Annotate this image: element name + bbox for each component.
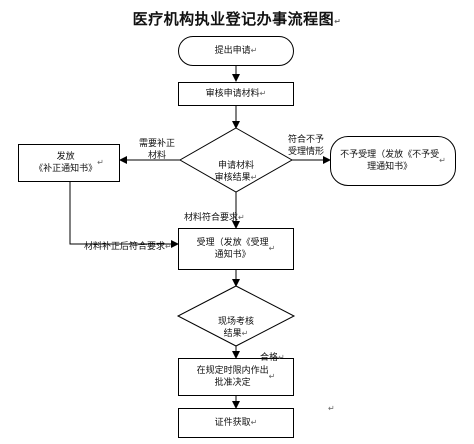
start-node: 提出申请↵ [178, 36, 294, 66]
certificate-node: 证件获取↵ [178, 408, 294, 438]
review-materials-node: 审核申请材料↵ [178, 82, 294, 106]
supplement-notice-node: 发放 《补正通知书》↵ [18, 144, 120, 182]
inspection-diamond-shape [176, 285, 296, 347]
edge-label-qualified: 合格↵ [260, 353, 285, 363]
edge-label-need-supplement: 需要补正 材料 [138, 139, 175, 161]
decision-diamond-shape [178, 127, 294, 193]
edge-label-not-meet: 符合不予 受理情形 [287, 135, 324, 157]
inspection-node-label: 现场考核 结果↵ [217, 317, 254, 339]
edge-label-after-supplement: 材料补正后符合要求↵ [84, 242, 172, 252]
reject-node: 不予受理（发放《不予受 理通知书》↵ [330, 136, 456, 186]
decide-node: 在规定时限内作出 批准决定↵ [178, 358, 294, 396]
decision-node-label: 申请材料 审核结果↵ [214, 161, 258, 183]
paragraph-mark: ↵ [328, 404, 335, 413]
arrow-supplement-to-accept [69, 182, 179, 248]
accept-node: 受理（发放《受理 通知书》↵ [178, 228, 294, 270]
page-title: 医疗机构执业登记办事流程图↵ [132, 10, 342, 28]
edge-label-meets: 材料符合要求↵ [184, 213, 245, 223]
